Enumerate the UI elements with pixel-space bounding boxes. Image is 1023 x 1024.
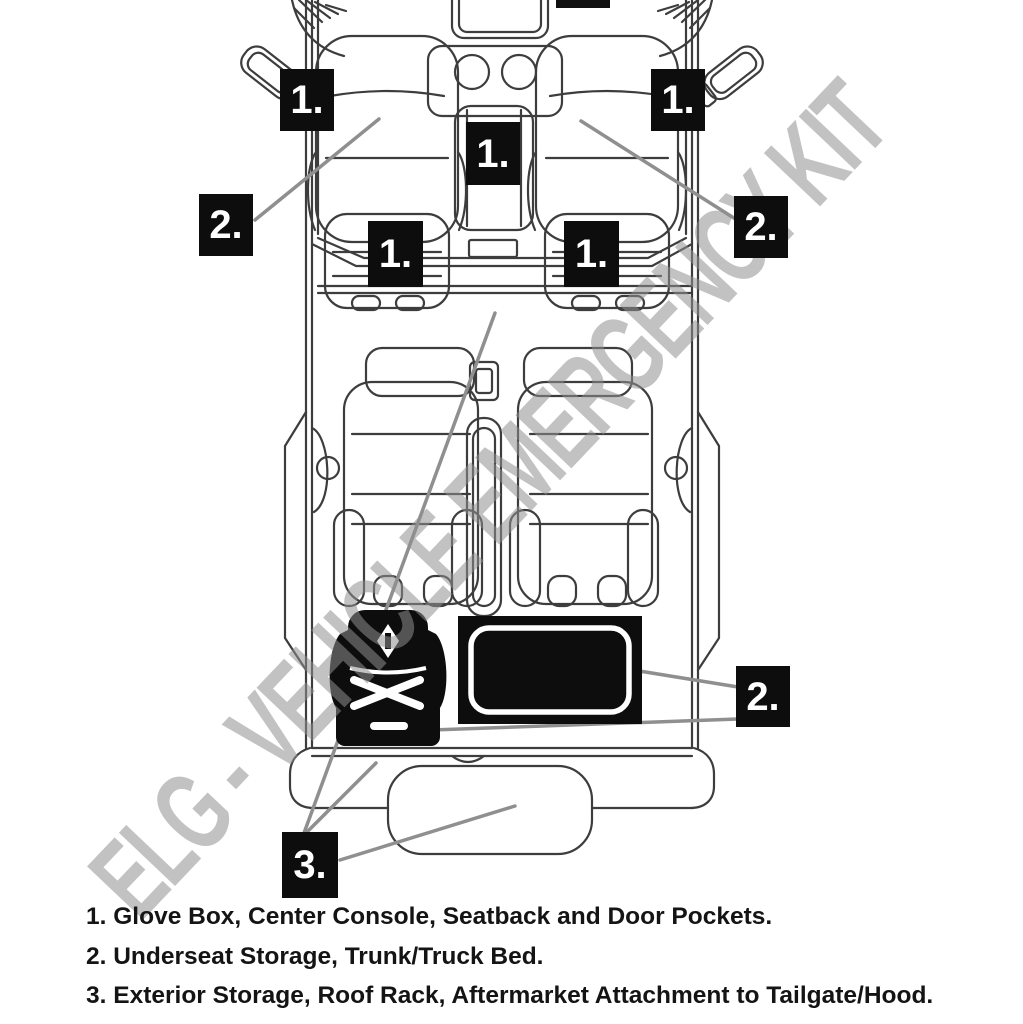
legend-item-2: 2. Underseat Storage, Trunk/Truck Bed. xyxy=(86,942,544,970)
cupholder-panel xyxy=(426,44,564,118)
rear-center-console xyxy=(465,360,503,618)
dashboard-screen xyxy=(450,0,610,40)
legend-item-1: 1. Glove Box, Center Console, Seatback a… xyxy=(86,903,773,930)
vehicle-outline xyxy=(240,0,764,856)
marker-exterior-storage: 3. xyxy=(282,832,338,898)
a-pillar-left xyxy=(290,0,348,58)
rear-seat-right xyxy=(508,346,660,608)
legend-item-3: 3. Exterior Storage, Roof Rack, Aftermar… xyxy=(86,982,934,1009)
marker-underseat-left: 2. xyxy=(199,194,253,256)
pointer-lines xyxy=(253,117,740,862)
marker-underseat-right: 2. xyxy=(734,196,788,258)
legend: 1. Glove Box, Center Console, Seatback a… xyxy=(86,897,1016,1016)
a-pillar-right xyxy=(656,0,714,58)
backpack-icon xyxy=(329,610,447,746)
marker-door-pocket-right: 1. xyxy=(651,69,705,131)
exterior-attachment-area xyxy=(386,764,594,856)
storage-box xyxy=(458,616,642,724)
marker-seatback-right: 1. xyxy=(564,221,619,287)
marker-seatback-left: 1. xyxy=(368,221,423,287)
rear-seat-left xyxy=(332,346,484,608)
marker-door-pocket-left: 1. xyxy=(280,69,334,131)
marker-trunk-bed: 2. xyxy=(736,666,790,727)
body-side-panels xyxy=(283,410,721,672)
marker-center-console: 1. xyxy=(466,122,520,185)
